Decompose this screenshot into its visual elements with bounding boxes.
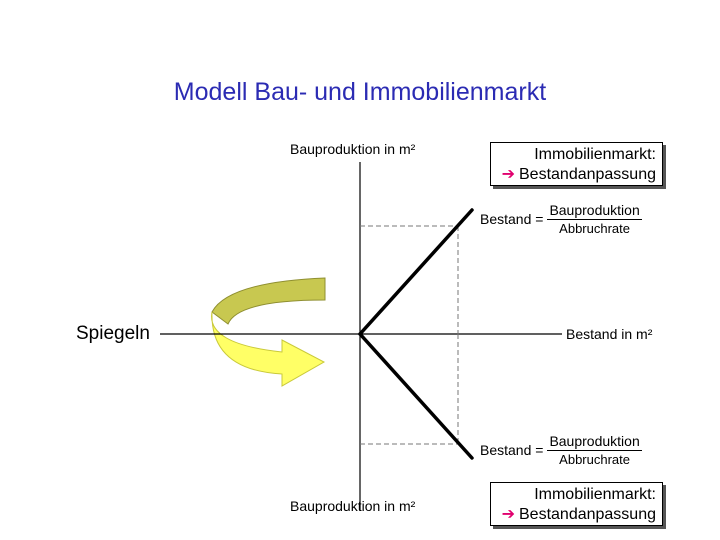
formula-top-lhs: Bestand =: [480, 211, 544, 227]
axis-label-bottom: Bauproduktion in m²: [290, 498, 416, 514]
market-box-top-line1: Immobilienmarkt:: [534, 146, 656, 163]
upper-relation-line: [358, 208, 474, 336]
right-arrow-icon: ➔: [501, 166, 515, 183]
market-box-top-line2: Bestandanpassung: [519, 166, 656, 183]
formula-top-fraction: Bauproduktion Abbruchrate: [547, 202, 642, 236]
formula-bottom: Bestand = Bauproduktion Abbruchrate: [480, 433, 642, 467]
market-box-bottom-line1: Immobilienmarkt:: [534, 486, 656, 503]
formula-bottom-denominator: Abbruchrate: [559, 452, 630, 467]
lower-relation-line: [358, 332, 474, 460]
mirror-arrow-top: [211, 277, 326, 325]
spiegeln-label: Spiegeln: [76, 323, 150, 344]
formula-top: Bestand = Bauproduktion Abbruchrate: [480, 202, 642, 236]
formula-bottom-lhs: Bestand =: [480, 442, 544, 458]
axis-label-top: Bauproduktion in m²: [290, 141, 416, 157]
slide-title: Modell Bau- und Immobilienmarkt: [173, 78, 547, 106]
formula-bottom-fraction: Bauproduktion Abbruchrate: [547, 433, 642, 467]
market-box-top: Immobilienmarkt: ➔Bestandanpassung: [490, 142, 663, 186]
market-box-bottom-line2: Bestandanpassung: [519, 506, 656, 523]
formula-top-denominator: Abbruchrate: [559, 221, 630, 236]
market-box-bottom: Immobilienmarkt: ➔Bestandanpassung: [490, 482, 663, 526]
formula-bottom-numerator: Bauproduktion: [547, 433, 642, 451]
axis-label-right: Bestand in m²: [566, 326, 653, 342]
right-arrow-icon: ➔: [501, 506, 515, 523]
mirror-arrow-bottom: [211, 311, 326, 387]
formula-top-numerator: Bauproduktion: [547, 202, 642, 220]
